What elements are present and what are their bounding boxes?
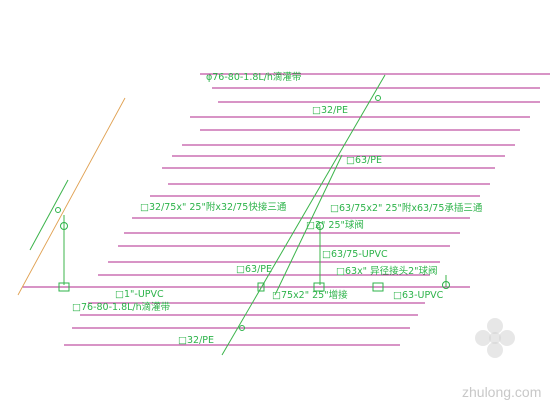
logo-petal — [475, 330, 491, 346]
logo-petal — [487, 342, 503, 358]
upvc63-label-upper: □63/75-UPVC — [322, 249, 388, 260]
center-oblique-pipe — [221, 74, 386, 356]
oblique-pipes — [29, 74, 386, 356]
zhulong-flower-logo — [475, 318, 515, 358]
left-valve-box — [58, 282, 70, 292]
tee-fitting — [257, 282, 265, 292]
watermark-text: zhulong.com — [462, 384, 542, 400]
quick-tee-label: □32/75x" 25"附x32/75快接三通 — [140, 202, 287, 213]
ball-valve-label: □2" 25"球阀 — [306, 220, 364, 231]
drip-tape-label-top: φ76-80-1.8L/h滴灌带 — [206, 72, 302, 83]
right-valve-box — [372, 282, 384, 292]
extension-label: □75x2" 25"增接 — [272, 290, 348, 301]
left-oblique-pipe — [29, 179, 69, 251]
lateral-lines — [64, 73, 550, 346]
left-arrow-marker — [55, 207, 61, 213]
pe63-label-upper: □63/PE — [346, 155, 382, 166]
fittings — [55, 95, 450, 331]
upvc1-label: □1"-UPVC — [115, 289, 164, 300]
drip-tape-label-bottom: □76-80-1.8L/h滴灌带 — [72, 302, 171, 313]
center-oblique-pipe-2 — [274, 154, 343, 296]
pe63-label-middle: □63/PE — [236, 264, 272, 275]
logo-petal — [487, 318, 503, 334]
pe32-label-top: □32/PE — [312, 105, 348, 116]
logo-center — [489, 332, 501, 344]
socket-tee-label: □63/75x2" 25"附x63/75承插三通 — [330, 203, 483, 214]
right-valve-circle — [442, 281, 450, 289]
upvc63-label-lower: □63-UPVC — [393, 290, 444, 301]
center-valve-circle — [316, 222, 324, 230]
center-valve-box — [313, 282, 325, 292]
left-valve-circle — [60, 222, 68, 230]
top-arrow-marker — [375, 95, 381, 101]
bottom-arrow-marker — [239, 325, 245, 331]
oblique-reference-line — [17, 97, 126, 296]
pe32-label-bottom: □32/PE — [178, 335, 214, 346]
reducer-label: □63x" 异径接头2"球阀 — [336, 266, 438, 277]
logo-petal — [499, 330, 515, 346]
